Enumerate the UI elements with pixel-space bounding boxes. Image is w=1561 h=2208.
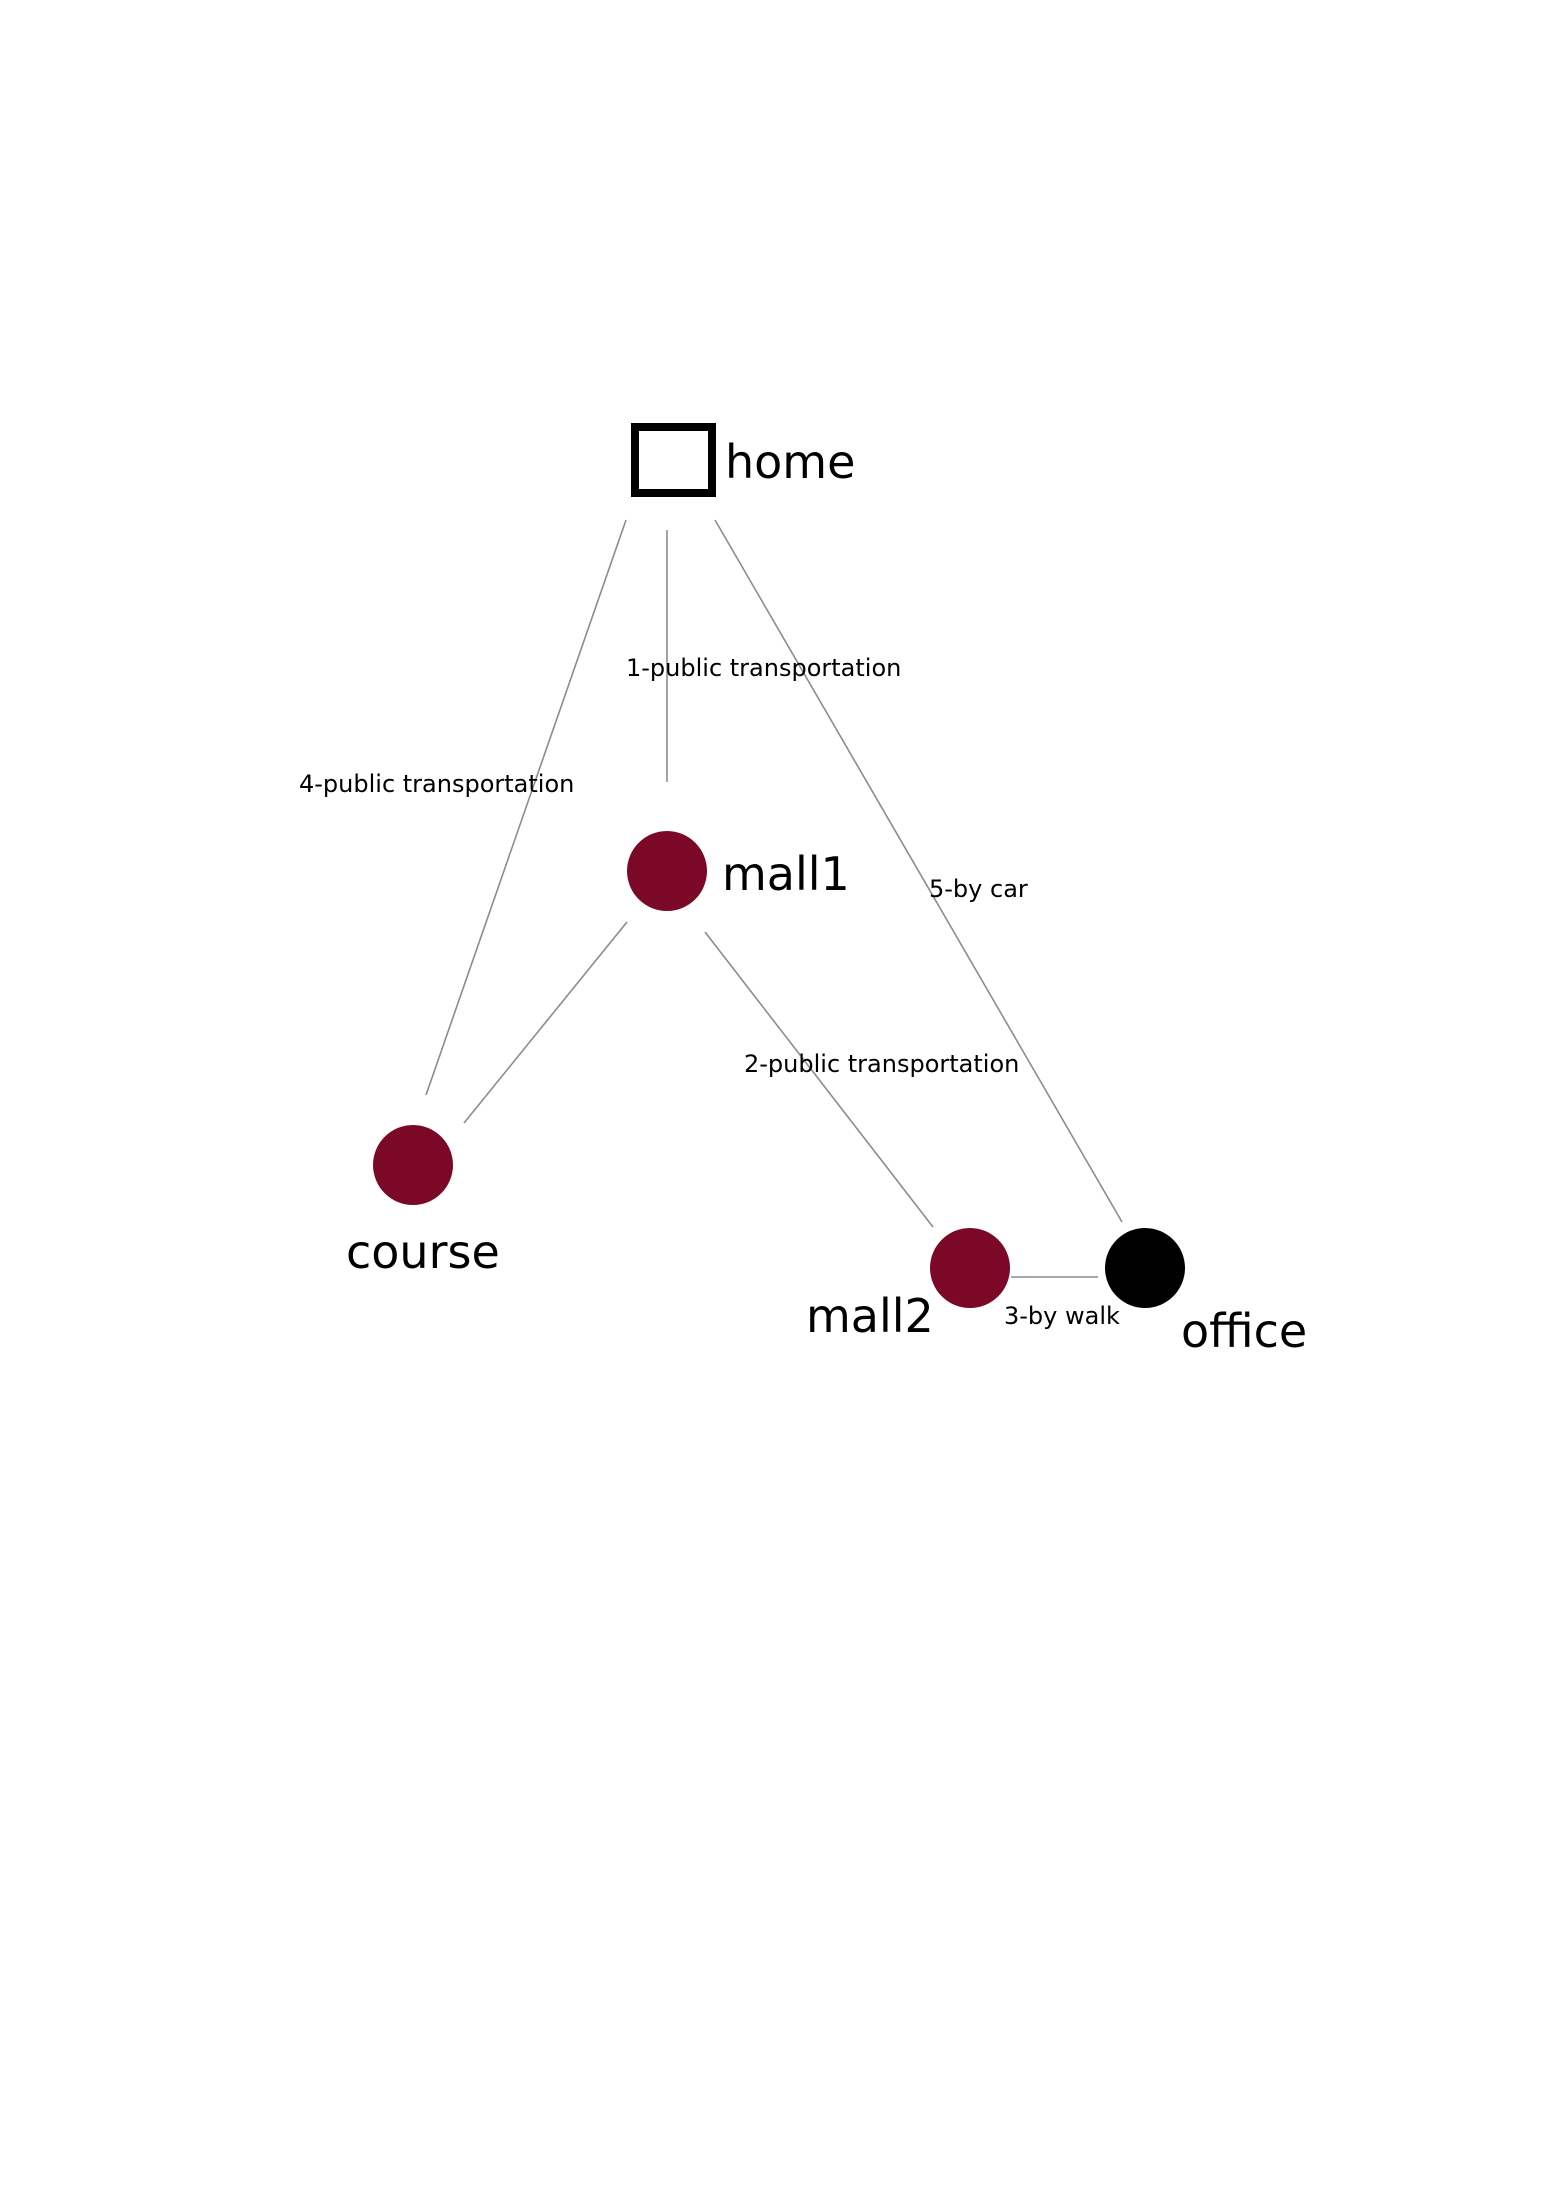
edge-label-home-course: 4-public transportation xyxy=(299,770,574,798)
edge-label-mall1-mall2: 2-public transportation xyxy=(744,1050,1019,1078)
course-node xyxy=(373,1125,453,1205)
edge-mall1-course xyxy=(463,921,628,1124)
edge-home-office xyxy=(714,519,1123,1223)
edge-label-home-mall1: 1-public transportation xyxy=(626,654,901,682)
mall2-node xyxy=(930,1228,1010,1308)
edge-mall1-mall2 xyxy=(704,931,934,1228)
mall1-node xyxy=(627,831,707,911)
mall1-label: mall1 xyxy=(722,847,850,901)
home-label: home xyxy=(725,435,855,489)
home-node xyxy=(631,423,716,497)
edge-home-course xyxy=(425,519,627,1096)
edge-label-mall2-office: 3-by walk xyxy=(1004,1302,1120,1330)
course-label: course xyxy=(346,1225,500,1279)
office-label: office xyxy=(1181,1304,1307,1358)
office-node xyxy=(1105,1228,1185,1308)
mall2-label: mall2 xyxy=(806,1289,934,1343)
edge-label-home-office: 5-by car xyxy=(929,875,1028,903)
